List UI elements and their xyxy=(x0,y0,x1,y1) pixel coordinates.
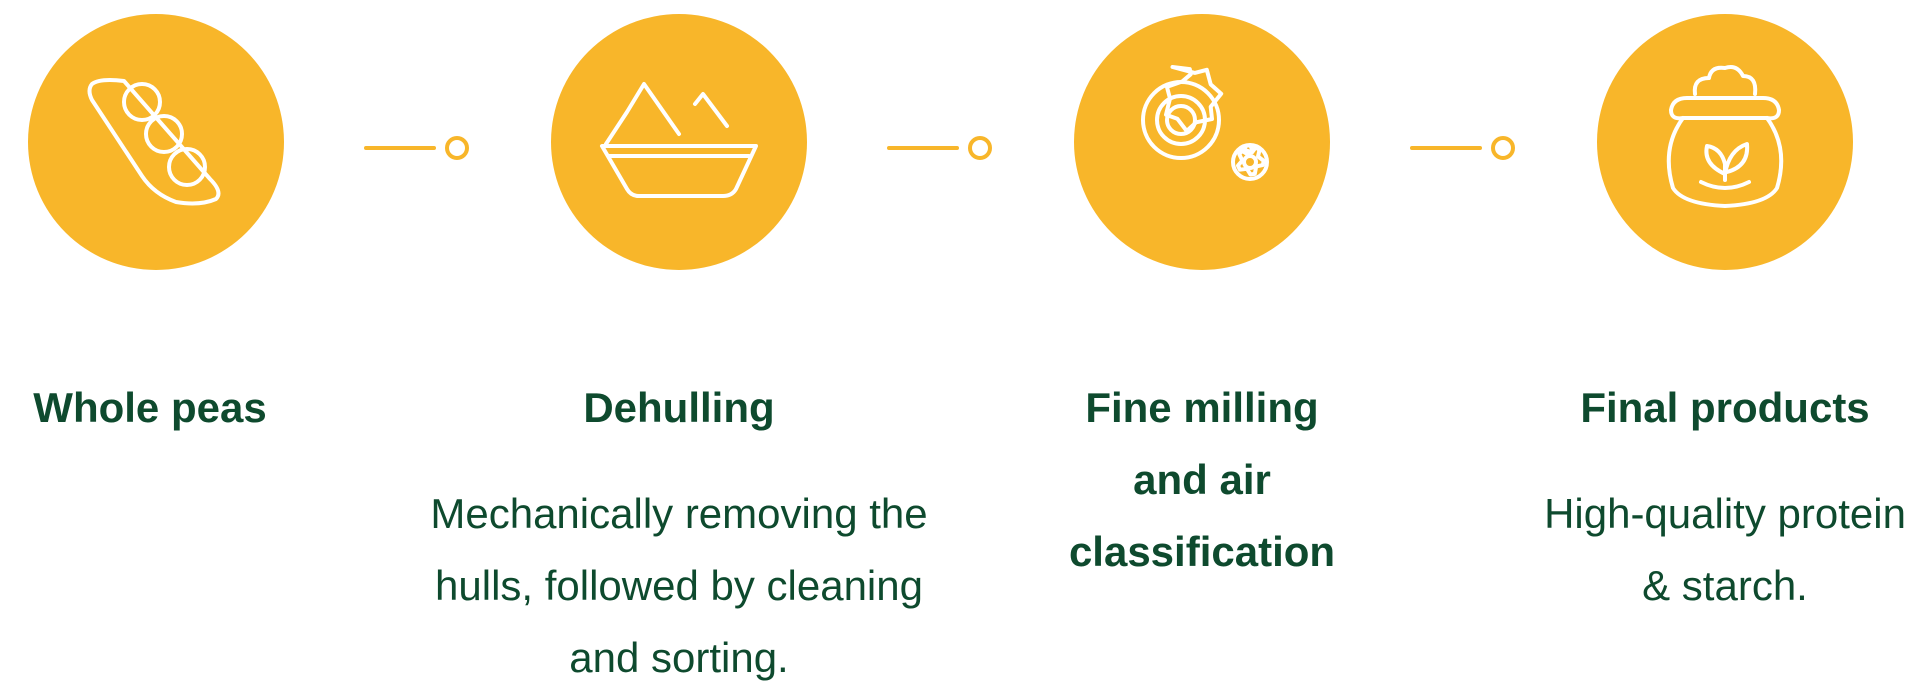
step-2-description: Mechanically removing the hulls, followe… xyxy=(430,490,928,681)
sack-icon xyxy=(1666,65,1784,208)
step-3-title: Fine milling and air classification xyxy=(1068,384,1336,575)
step-4-circle xyxy=(1597,14,1853,270)
step-2-connector xyxy=(887,136,992,160)
step-4-title: Final products xyxy=(1580,384,1870,431)
step-2-circle xyxy=(551,14,807,270)
step-1-title: Whole peas xyxy=(33,384,267,431)
step-1-circle xyxy=(28,14,284,270)
step-3-circle xyxy=(1074,14,1330,270)
step-1-connector xyxy=(364,136,469,160)
gears-icon xyxy=(1141,65,1269,181)
step-4-description: High-quality protein & starch. xyxy=(1544,490,1906,609)
step-2-title: Dehulling xyxy=(583,384,775,431)
bowl-icon xyxy=(600,82,758,198)
pea-pod-icon xyxy=(87,78,221,206)
step-3-connector xyxy=(1410,136,1515,160)
